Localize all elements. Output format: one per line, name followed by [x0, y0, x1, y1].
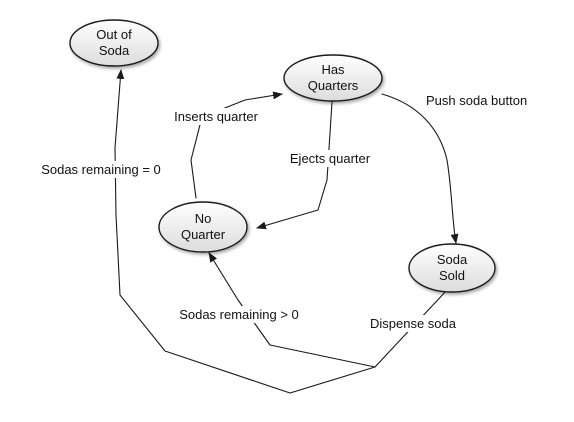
- edge-label-bg: [361, 315, 465, 332]
- label-push-soda-button: Push soda button: [426, 93, 527, 108]
- edge-label-bg: [424, 92, 544, 109]
- label-ejects-quarter: Ejects quarter: [290, 151, 371, 166]
- edge-push-soda-button: [381, 93, 459, 244]
- label-sodas-remaining-positive: Sodas remaining > 0: [179, 307, 299, 322]
- edge-label-bg: [282, 150, 378, 167]
- label-sodas-remaining-zero: Sodas remaining = 0: [41, 162, 161, 177]
- state-out-of-soda-line1: Out of: [96, 27, 132, 42]
- state-soda-sold: Soda Sold: [408, 243, 496, 293]
- state-has-quarters-line1: Has: [321, 62, 345, 77]
- state-out-of-soda-line2: Soda: [99, 43, 130, 58]
- edge-label-bg: [30, 161, 172, 178]
- edge-label-bg: [167, 108, 267, 125]
- state-no-quarter: No Quarter: [158, 201, 248, 253]
- edge-sodas-remaining-zero: [114, 69, 376, 394]
- state-has-quarters-line2: Quarters: [308, 78, 359, 93]
- label-inserts-quarter: Inserts quarter: [174, 109, 258, 124]
- label-dispense-soda: Dispense soda: [370, 316, 457, 331]
- edge-ejects-quarter: [256, 101, 333, 230]
- state-soda-sold-line2: Sold: [439, 268, 465, 283]
- state-out-of-soda: Out of Soda: [69, 19, 159, 67]
- state-has-quarters: Has Quarters: [283, 54, 383, 102]
- state-no-quarter-line1: No: [195, 211, 212, 226]
- edge-label-bg: [170, 306, 308, 323]
- state-soda-sold-line1: Soda: [437, 252, 468, 267]
- state-no-quarter-line2: Quarter: [181, 227, 226, 242]
